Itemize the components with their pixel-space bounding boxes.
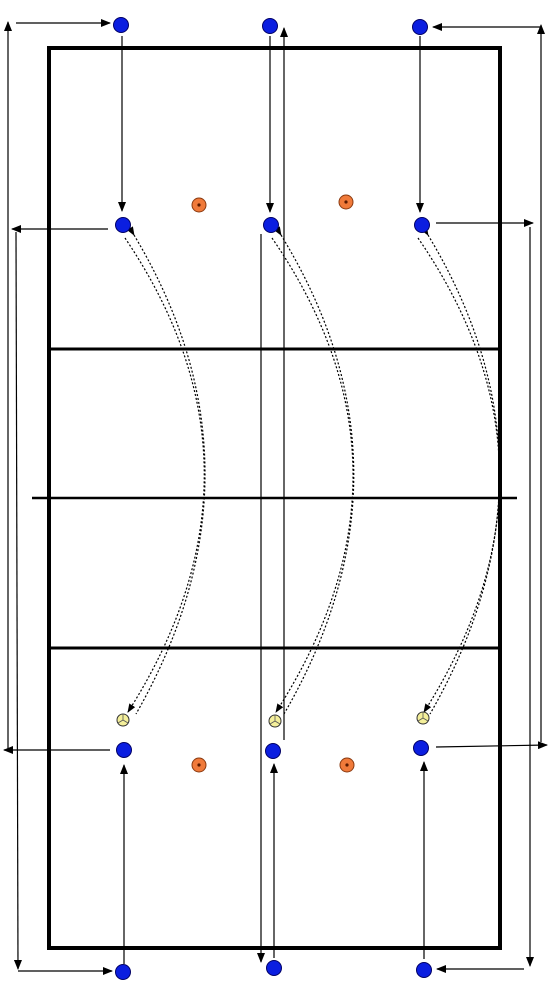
arrow-left-inner-down: [13, 231, 22, 970]
cone-marker-icon: [191, 757, 207, 773]
volleyball-icon: [116, 713, 130, 727]
cone-marker-icon: [338, 194, 354, 210]
volleyball-icon: [268, 714, 282, 728]
player-dot-icon: [263, 217, 279, 233]
cone-marker-icon: [339, 757, 355, 773]
cones: [191, 194, 355, 773]
player-dot-icon: [262, 18, 278, 34]
balls: [116, 711, 430, 728]
player-dot-icon: [412, 19, 428, 35]
player-dot-icon: [116, 742, 132, 758]
arrow-bottom-right-out: [435, 741, 548, 750]
player-dot-icon: [115, 217, 131, 233]
player-dot-icon: [414, 217, 430, 233]
pass-arc-right-outer: [417, 237, 501, 713]
player-dot-icon: [416, 962, 432, 978]
pass-arc-left-outer: [124, 237, 205, 713]
movement-arrows: [3, 19, 548, 975]
pass-arc-right-inner: [420, 226, 501, 715]
cone-marker-icon: [191, 197, 207, 213]
pass-arc-left-inner: [126, 226, 206, 715]
volleyball-icon: [416, 711, 430, 725]
player-dot-icon: [113, 17, 129, 33]
player-dot-icon: [266, 960, 282, 976]
pass-arcs: [124, 226, 501, 715]
players: [113, 17, 432, 980]
pass-arc-middle-inner: [273, 226, 355, 715]
player-dot-icon: [413, 740, 429, 756]
player-dot-icon: [115, 964, 131, 980]
player-dot-icon: [265, 743, 281, 759]
